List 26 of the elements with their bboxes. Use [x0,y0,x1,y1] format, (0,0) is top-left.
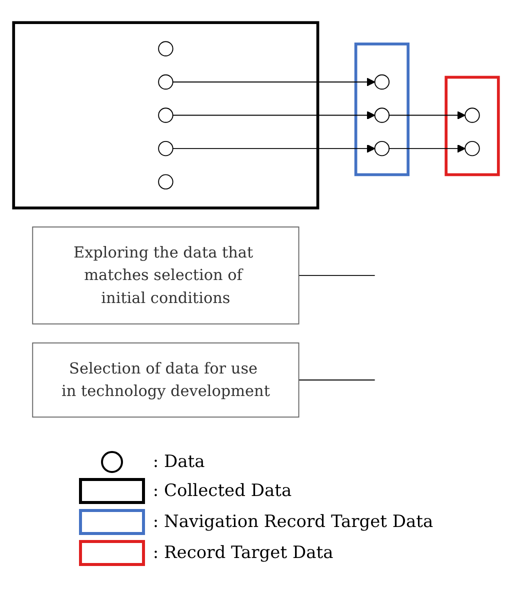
node-circle [158,174,174,190]
connector [298,275,376,276]
arrow [172,111,376,120]
node-circle [374,108,390,124]
connector [298,380,376,381]
arrow [388,144,466,153]
arrow [172,144,376,153]
legend-label: : Navigation Record Target Data [152,512,434,532]
node-circle [464,141,480,156]
cluster [354,42,410,176]
cluster [444,76,500,176]
cluster [12,21,320,210]
node-circle [158,74,174,90]
node-circle [158,108,174,124]
node-circle [158,41,174,56]
node-circle [374,141,390,156]
node-circle [374,74,390,90]
node-circle [464,108,480,124]
node-box: Exploring the data that matches selection of initial conditions [32,226,300,325]
arrow [388,111,466,120]
legend-label: : Collected Data [152,481,292,501]
legend-label: : Record Target Data [152,543,334,563]
arrow [172,78,376,86]
node-box: Selection of data for use in technology development [32,342,300,418]
legend-label: : Data [152,452,205,472]
node-circle [158,141,174,156]
